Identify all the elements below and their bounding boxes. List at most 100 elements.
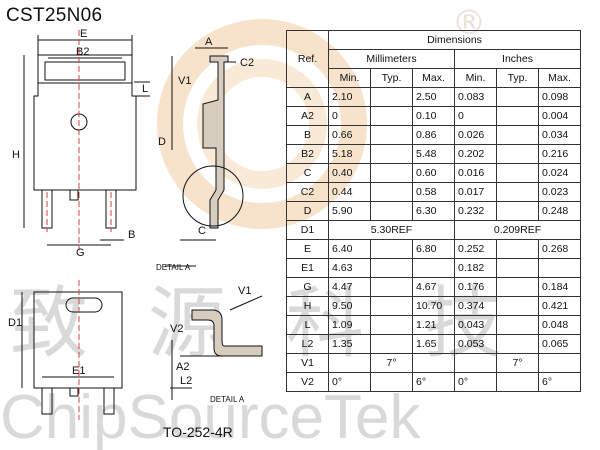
table-cell: 5.18 — [328, 144, 371, 164]
table-cell — [496, 125, 539, 145]
table-cell: 1.65 — [412, 334, 455, 354]
detail-v1-line — [229, 295, 263, 311]
table-cell: A2 — [286, 106, 329, 126]
header-in-min: Min. — [454, 68, 497, 88]
header-dimensions: Dimensions — [328, 30, 581, 50]
side-view — [165, 47, 244, 267]
table-cell — [496, 106, 539, 126]
table-cell — [538, 353, 581, 373]
table-cell — [496, 163, 539, 183]
table-cell: 2.50 — [412, 87, 455, 107]
table-cell: 0.60 — [412, 163, 455, 183]
table-cell — [496, 144, 539, 164]
table-cell: 6.30 — [412, 201, 455, 221]
table-cell: 0.252 — [454, 239, 497, 259]
table-cell: B2 — [286, 144, 329, 164]
table-cell — [370, 106, 413, 126]
table-cell — [454, 353, 497, 373]
table-cell: 4.67 — [412, 277, 455, 297]
label-V2: V2 — [170, 323, 183, 335]
table-cell: A — [286, 87, 329, 107]
label-L: L — [142, 83, 148, 95]
table-cell — [370, 87, 413, 107]
table-cell — [496, 315, 539, 335]
table-cell — [412, 353, 455, 373]
table-cell: 0.10 — [412, 106, 455, 126]
table-cell — [370, 372, 413, 392]
table-cell: 0.053 — [454, 334, 497, 354]
label-G: G — [76, 247, 85, 259]
table-cell: 0.182 — [454, 258, 497, 278]
table-cell: 4.47 — [328, 277, 371, 297]
table-cell — [370, 144, 413, 164]
table-cell — [412, 258, 455, 278]
table-cell: 0.016 — [454, 163, 497, 183]
table-cell: 0.026 — [454, 125, 497, 145]
table-cell: 0.374 — [454, 296, 497, 316]
table-cell: L — [286, 315, 329, 335]
table-cell — [370, 277, 413, 297]
header-in-max: Max. — [538, 68, 581, 88]
header-millimeters: Millimeters — [328, 49, 455, 69]
label-C2: C2 — [240, 57, 254, 69]
table-cell: 0.421 — [538, 296, 581, 316]
table-cell — [496, 258, 539, 278]
table-cell — [496, 277, 539, 297]
lead-stub-1 — [69, 189, 79, 201]
table-cell: 0 — [328, 106, 371, 126]
table-cell: 0.202 — [454, 144, 497, 164]
table-cell: 0.209REF — [454, 220, 581, 240]
table-cell: 0.043 — [454, 315, 497, 335]
table-cell — [496, 239, 539, 259]
label-E1: E1 — [72, 365, 85, 377]
tab-outline — [37, 54, 133, 84]
detail-a-circle — [182, 165, 244, 227]
table-cell: D1 — [286, 220, 329, 240]
table-cell: E — [286, 239, 329, 259]
table-header-row-2: Millimeters Inches — [287, 49, 581, 69]
table-cell: 0.40 — [328, 163, 371, 183]
bottom-lead-right — [103, 387, 115, 415]
table-cell — [496, 87, 539, 107]
dimensions-table: Ref. Dimensions Millimeters Inches Min. … — [286, 30, 581, 392]
table-cell: 0.017 — [454, 182, 497, 202]
table-cell — [370, 125, 413, 145]
table-cell: 0.048 — [538, 315, 581, 335]
label-D1: D1 — [8, 317, 22, 329]
table-cell: B — [286, 125, 329, 145]
detail-a-view — [170, 295, 263, 400]
table-cell: 0.232 — [454, 201, 497, 221]
table-cell: 0.024 — [538, 163, 581, 183]
header-mm-typ: Typ. — [370, 68, 413, 88]
label-A2: A2 — [176, 361, 189, 373]
table-cell: 0.44 — [328, 182, 371, 202]
label-A: A — [205, 36, 213, 48]
table-cell: 0.248 — [538, 201, 581, 221]
table-header-row-3: Min. Typ. Max. Min. Typ. Max. — [287, 68, 581, 88]
detail-lead-profile — [191, 309, 263, 357]
part-number-title: CST25N06 — [6, 5, 103, 26]
label-H: H — [12, 149, 20, 161]
table-cell: 0° — [454, 372, 497, 392]
table-cell: 0.034 — [538, 125, 581, 145]
table-cell: 5.30REF — [328, 220, 455, 240]
header-mm-max: Max. — [412, 68, 455, 88]
centerlines — [46, 30, 112, 420]
table-cell — [496, 201, 539, 221]
table-cell: 5.90 — [328, 201, 371, 221]
tab-inner — [44, 61, 126, 81]
table-cell: 0 — [454, 106, 497, 126]
table-cell: 5.48 — [412, 144, 455, 164]
bottom-lead-left — [41, 387, 53, 415]
table-cell: 0.268 — [538, 239, 581, 259]
table-cell — [496, 182, 539, 202]
